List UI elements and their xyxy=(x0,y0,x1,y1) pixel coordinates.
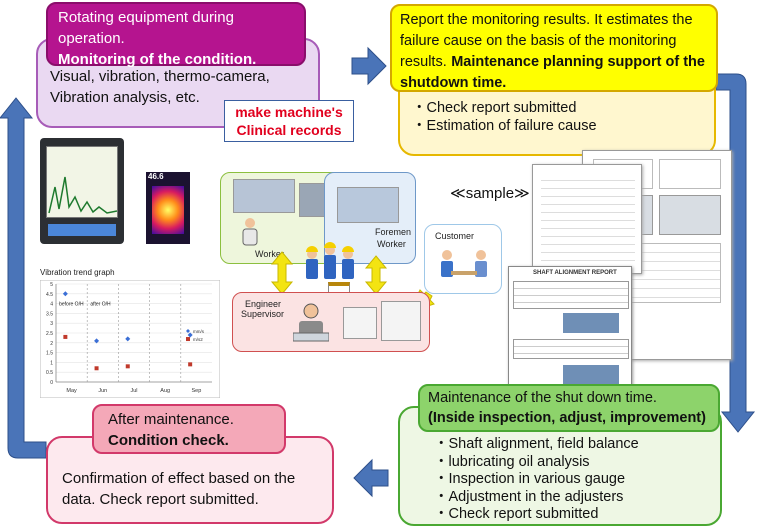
x-tick-label: Sep xyxy=(192,388,202,394)
document-thumbnail xyxy=(343,307,377,339)
monitoring-header-line1: Rotating equipment during operation. xyxy=(58,9,234,47)
after-header: After maintenance. Condition check. xyxy=(92,404,286,454)
report-header-bold: Maintenance planning support of the shut… xyxy=(400,54,705,91)
supervisor-label: Supervisor xyxy=(241,309,285,319)
sample-doc-mid xyxy=(532,164,642,274)
y-tick-label: 5 xyxy=(50,282,53,288)
data-point-diamond xyxy=(62,291,68,297)
maintenance-header-line1: Maintenance of the shut down time. xyxy=(428,390,657,406)
sample-doc-front: SHAFT ALIGNMENT REPORT xyxy=(508,266,632,400)
y-tick-label: 4 xyxy=(50,302,53,308)
foremen-worker-label: Worker xyxy=(377,239,406,249)
data-point-diamond xyxy=(94,338,100,344)
legend-label: mm/s xyxy=(193,329,205,334)
report-item: ・Estimation of failure cause xyxy=(412,117,597,134)
clinical-records-label: make machine's Clinical records xyxy=(224,100,354,142)
customer-label: Customer xyxy=(435,231,475,241)
x-tick-label: Jun xyxy=(98,388,107,394)
monitoring-header-line2: Monitoring of the condition. xyxy=(58,51,257,68)
data-point-square xyxy=(94,366,99,371)
report-items: ・Check report submitted ・Estimation of f… xyxy=(412,100,597,135)
clinical-line1: make machine's xyxy=(235,104,343,120)
arrow-down-right xyxy=(715,73,756,433)
maintenance-header: Maintenance of the shut down time. (Insi… xyxy=(418,384,720,432)
maintenance-items: ・Shaft alignment, field balance ・lubrica… xyxy=(434,436,639,524)
maintenance-item: ・Check report submitted xyxy=(434,506,599,522)
data-point-square xyxy=(188,362,193,367)
trend-graph-title: Vibration trend graph xyxy=(40,268,115,277)
annotation-after: after O/H xyxy=(90,302,111,308)
engineer-group: Engineer Supervisor xyxy=(232,292,430,352)
monitoring-header: Rotating equipment during operation. Mon… xyxy=(46,2,306,68)
maintenance-header-line2: (Inside inspection, adjust, improvement) xyxy=(428,410,706,426)
sample-label: ≪sample≫ xyxy=(450,185,530,202)
arrow-right-top xyxy=(351,46,387,86)
maintenance-item: ・Shaft alignment, field balance xyxy=(434,436,639,452)
x-tick-label: Jul xyxy=(130,388,137,394)
y-tick-label: 0.5 xyxy=(46,370,53,376)
data-point-square xyxy=(63,334,68,339)
maintenance-item: ・Inspection in various gauge xyxy=(434,471,626,487)
legend-marker xyxy=(186,337,190,342)
report-header: Report the monitoring results. It estima… xyxy=(390,4,718,92)
y-tick-label: 4.5 xyxy=(46,292,53,298)
legend-label: m/s2 xyxy=(193,337,203,342)
after-header-line1: After maintenance. xyxy=(108,411,234,428)
after-header-line2: Condition check. xyxy=(108,432,229,449)
foremen-photo xyxy=(337,187,399,223)
annotation-before: before O/H xyxy=(59,302,84,308)
engineer-figure-icon xyxy=(292,301,330,345)
report-doc-title: SHAFT ALIGNMENT REPORT xyxy=(533,270,617,276)
customer-group: Customer xyxy=(424,224,502,294)
y-tick-label: 1.5 xyxy=(46,351,53,357)
document-thumbnail xyxy=(381,301,421,341)
x-tick-label: May xyxy=(66,388,77,394)
monitoring-body: Visual, vibration, thermo-camera, Vibrat… xyxy=(50,68,270,106)
worker-figure-icon xyxy=(239,217,261,247)
y-tick-label: 1 xyxy=(50,360,53,366)
clinical-line2: Clinical records xyxy=(236,122,342,138)
hardhat-workers-icon xyxy=(306,242,354,279)
y-tick-label: 2.5 xyxy=(46,331,53,337)
data-point-square xyxy=(125,364,130,369)
y-tick-label: 3.5 xyxy=(46,311,53,317)
spectrum-trace xyxy=(48,176,118,214)
data-point-diamond xyxy=(187,332,193,338)
worker-photo xyxy=(233,179,295,213)
data-point-diamond xyxy=(125,336,131,342)
report-item: ・Check report submitted xyxy=(412,100,577,116)
thermo-reading: 46.6 xyxy=(148,172,164,181)
legend-marker xyxy=(186,329,190,334)
meeting-icon xyxy=(441,250,487,277)
y-tick-label: 3 xyxy=(50,321,53,327)
foremen-label: Foremen xyxy=(375,227,412,237)
vibration-analyzer-photo xyxy=(40,138,124,244)
arrow-left-bottom xyxy=(353,458,389,498)
connector-worker-engineer xyxy=(270,251,294,295)
y-tick-label: 0 xyxy=(50,380,53,386)
maintenance-item: ・lubricating oil analysis xyxy=(434,453,590,470)
x-tick-label: Aug xyxy=(160,388,170,394)
engineer-label: Engineer xyxy=(245,299,282,309)
maintenance-item: ・Adjustment in the adjusters xyxy=(434,488,624,505)
connector-foremen-engineer xyxy=(364,255,388,295)
arrow-up-left xyxy=(0,97,47,459)
y-tick-label: 2 xyxy=(50,341,53,347)
thermo-camera-photo: 46.6 xyxy=(146,172,190,244)
report-header-text: Report the monitoring results. It estima… xyxy=(400,12,693,70)
after-body: Confirmation of effect based on the data… xyxy=(62,470,296,508)
worker-label: Worker xyxy=(255,249,284,259)
